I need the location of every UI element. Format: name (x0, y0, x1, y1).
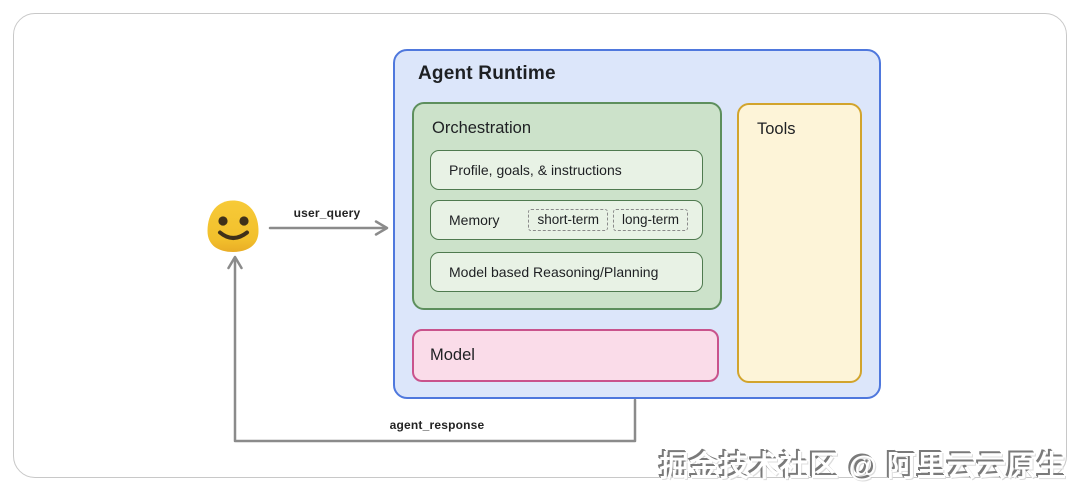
orchestration-title: Orchestration (432, 119, 532, 137)
model-based-reasoning-planning-label: Model based Reasoning/Planning (449, 264, 659, 280)
agent-runtime-title: Agent Runtime (418, 63, 556, 84)
long-term-memory-tag: long-term (612, 209, 688, 231)
model-based-reasoning-planning-box: Model based Reasoning/Planning (430, 252, 703, 292)
user-query-label: user_query (293, 206, 361, 220)
model-title: Model (430, 346, 475, 364)
profile-goals-instructions-label: Profile, goals, & instructions (449, 162, 622, 178)
user-blob-emoji-icon (207, 200, 259, 252)
memory-tags: short-term long-term (528, 209, 688, 231)
agent-response-label: agent_response (389, 418, 485, 432)
short-term-memory-tag: short-term (528, 209, 608, 231)
profile-goals-instructions-box: Profile, goals, & instructions (430, 150, 703, 190)
model-box (412, 329, 719, 382)
tools-box (737, 103, 862, 383)
memory-box: Memory short-term long-term (430, 200, 703, 240)
watermark-text: 掘金技术社区 @ 阿里云云原生 (659, 451, 1067, 483)
tools-title: Tools (757, 120, 796, 138)
memory-label: Memory (449, 212, 500, 228)
